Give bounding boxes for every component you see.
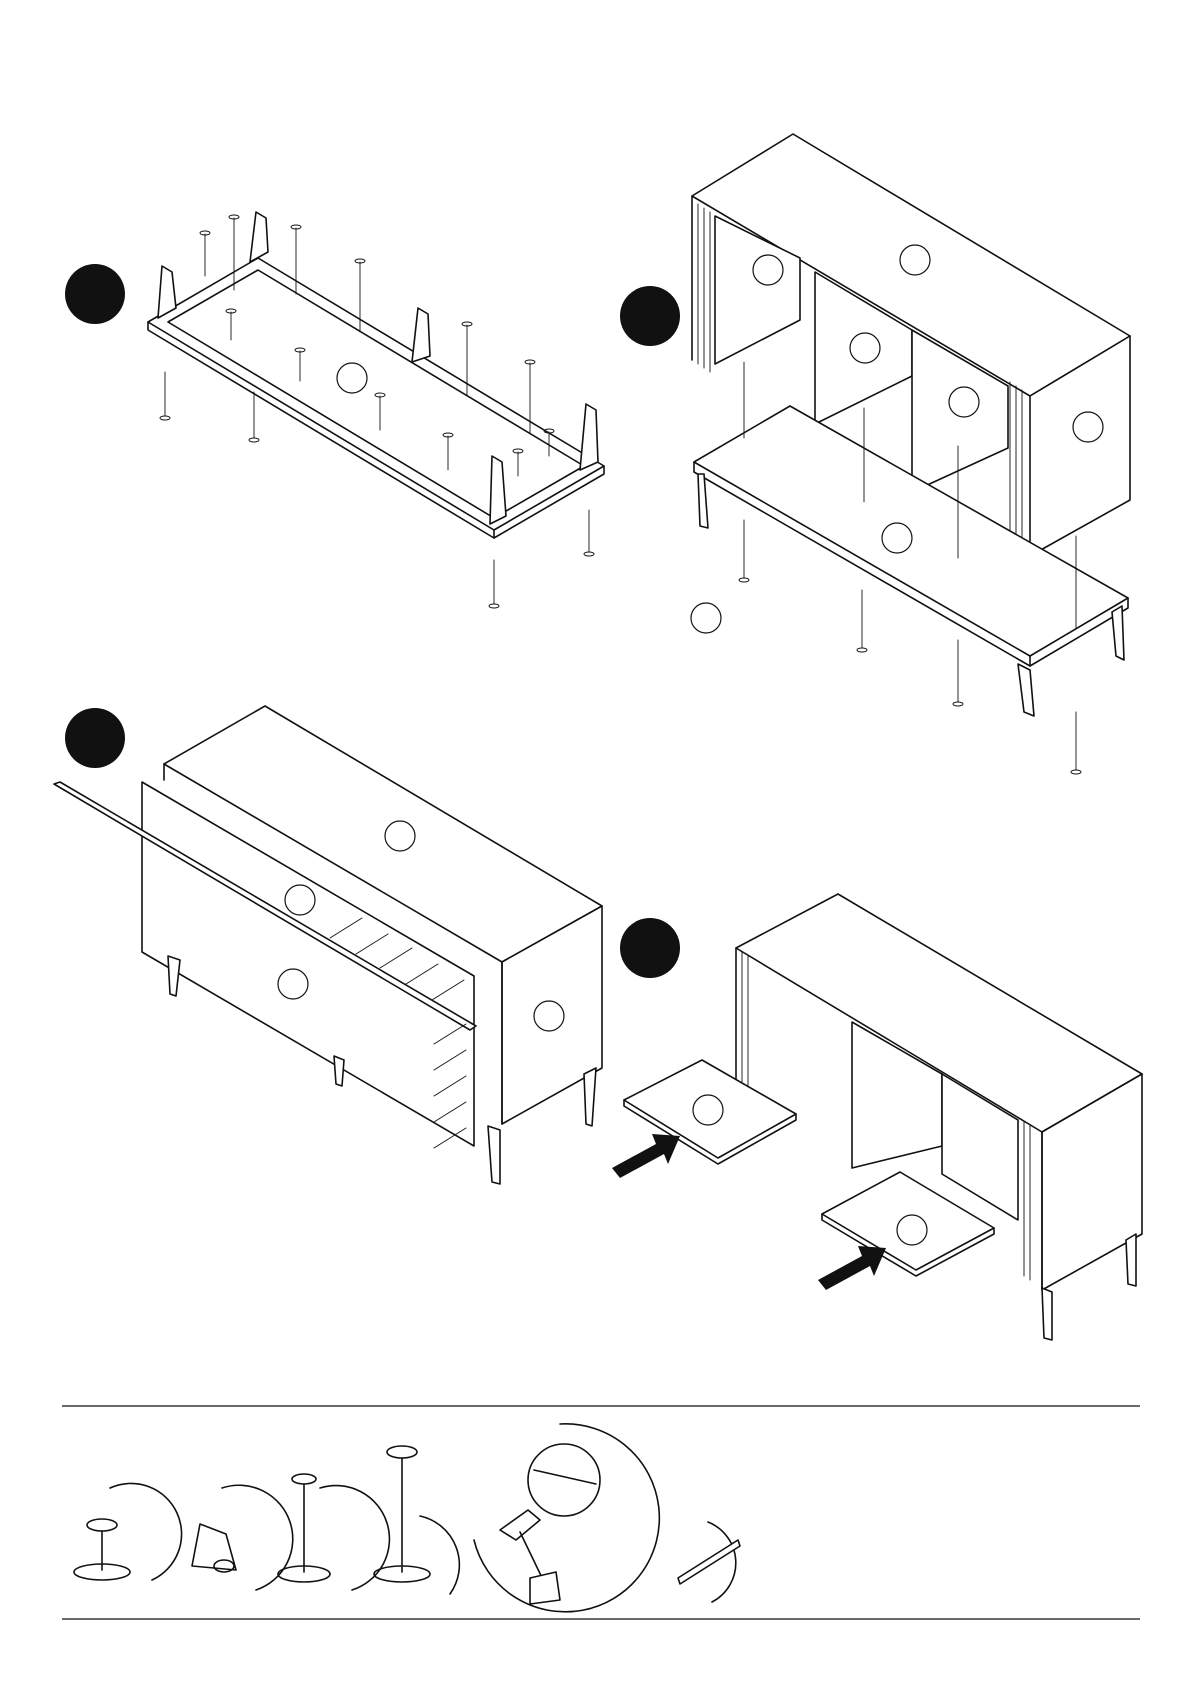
step-3-marker xyxy=(65,708,125,768)
step-2 xyxy=(620,134,1130,774)
step-3 xyxy=(54,706,602,1184)
insert-arrow-left xyxy=(612,1134,680,1178)
step-4 xyxy=(612,894,1142,1340)
step-1-part-label xyxy=(337,363,367,393)
short-screw-icon xyxy=(74,1483,182,1580)
step-1-marker xyxy=(65,264,125,324)
step-2-marker xyxy=(620,286,680,346)
rail-strip-icon xyxy=(678,1522,740,1602)
insert-arrow-right xyxy=(818,1246,886,1290)
step-4-marker xyxy=(620,918,680,978)
step-1 xyxy=(65,212,604,608)
hammer-nail-icon xyxy=(474,1424,659,1612)
medium-screw-icon xyxy=(278,1474,389,1590)
